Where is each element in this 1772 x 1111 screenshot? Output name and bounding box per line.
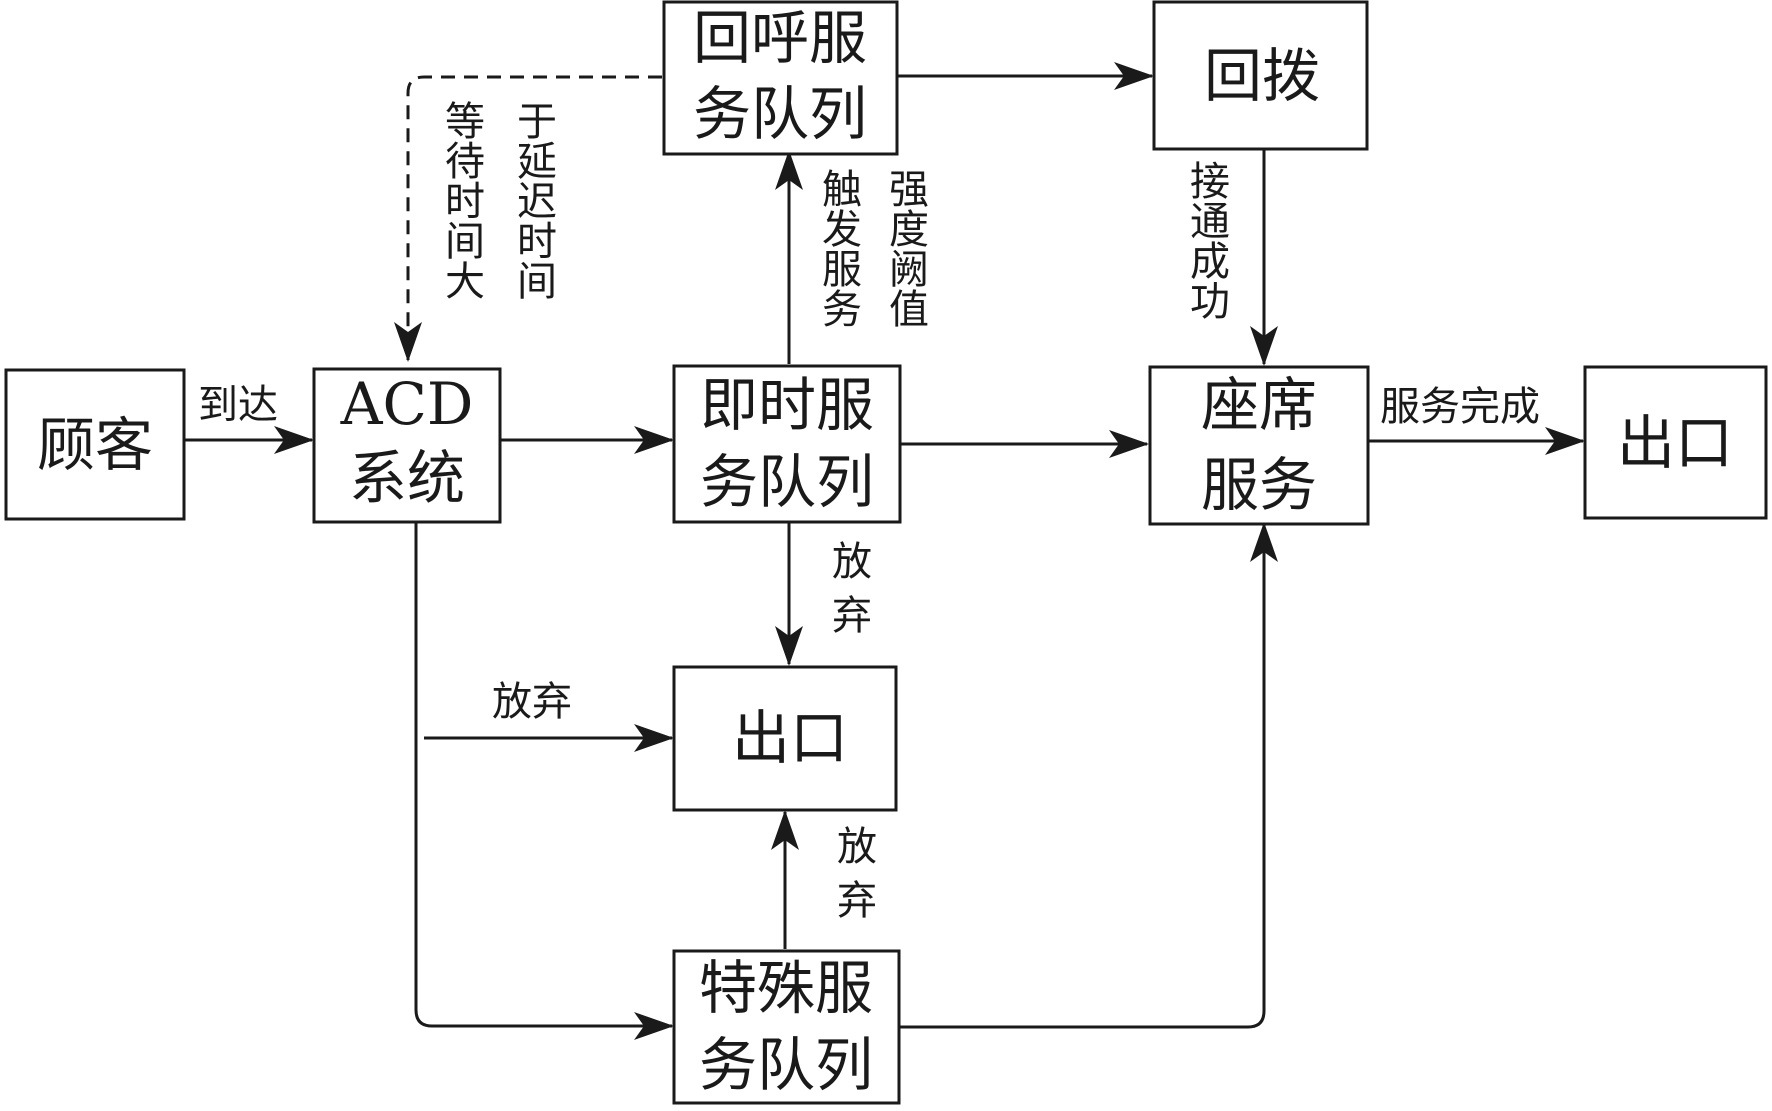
node-instant-queue: 即时服 务队列 (672, 364, 902, 524)
node-exit-right-label: 出口 (1617, 409, 1733, 477)
node-exit-center-label: 出口 (732, 704, 848, 772)
label-trigger-threshold-col1: 触发服务 (815, 168, 861, 328)
node-acd-label-line2: 系统 (349, 444, 465, 512)
node-exit-right: 出口 (1583, 365, 1768, 520)
node-agent-label-line1: 座席 (1201, 371, 1317, 439)
label-wait-exceeds-delay-col1: 等待时间大 (438, 100, 484, 300)
node-callback-queue: 回呼服 务队列 (662, 0, 899, 156)
node-special-label-line2: 务队列 (699, 1031, 873, 1099)
label-abandon-instant: 放弃 (825, 540, 872, 648)
edge-callback-to-acd (394, 75, 662, 362)
node-agent-service: 座席 服务 (1148, 365, 1370, 526)
label-abandon-special: 放弃 (830, 825, 877, 933)
edge-acd-to-special (414, 522, 674, 1040)
label-wait-exceeds-delay-col2: 于延迟时间 (510, 100, 556, 300)
node-customer-label: 顾客 (37, 411, 153, 479)
label-abandon-acd: 放弃 (492, 679, 572, 725)
node-redial: 回拨 (1152, 0, 1369, 151)
label-trigger-threshold-col2: 强度阙值 (882, 168, 928, 328)
node-special-queue: 特殊服 务队列 (672, 949, 901, 1105)
node-acd-system: ACD 系统 (312, 367, 502, 524)
node-redial-label: 回拨 (1204, 42, 1320, 110)
edge-special-to-agent (900, 522, 1278, 1029)
node-callback-label-line2: 务队列 (693, 80, 867, 148)
label-arrive: 到达 (198, 382, 278, 428)
label-service-complete: 服务完成 (1380, 384, 1540, 430)
node-instant-label-line1: 即时服 (700, 371, 874, 439)
node-customer: 顾客 (4, 368, 186, 521)
edges (184, 62, 1585, 1040)
node-acd-label-line1: ACD (340, 370, 474, 438)
node-instant-label-line2: 务队列 (700, 448, 874, 516)
node-special-label-line1: 特殊服 (699, 954, 873, 1022)
node-agent-label-line2: 服务 (1201, 451, 1317, 519)
node-exit-center: 出口 (672, 665, 898, 812)
edge-labels: 到达 等待时间大 于延迟时间 触发服务 强度阙值 接通成功 服务完成 放弃 放弃… (198, 100, 1540, 933)
node-callback-label-line1: 回呼服 (693, 4, 867, 72)
label-connect-success: 接通成功 (1183, 160, 1229, 320)
